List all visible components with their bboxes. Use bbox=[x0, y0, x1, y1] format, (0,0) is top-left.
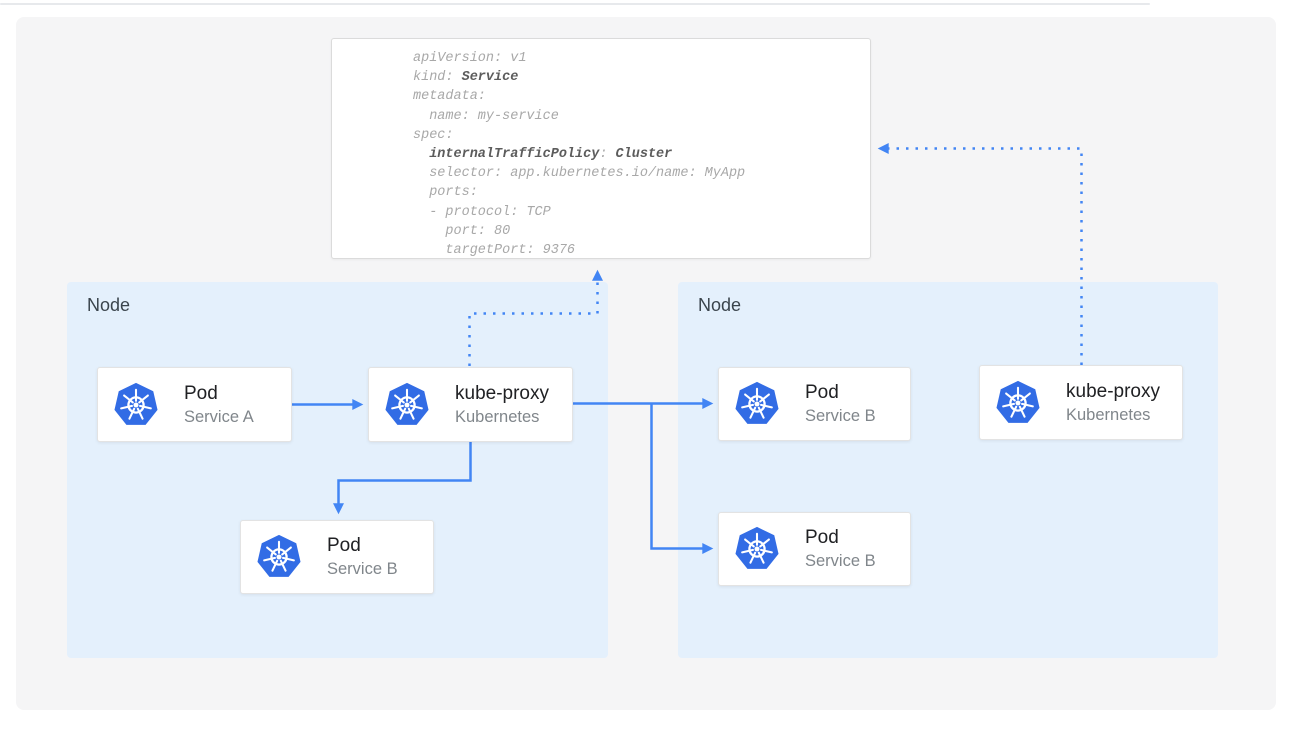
kubernetes-icon bbox=[734, 526, 780, 571]
kubernetes-icon bbox=[384, 381, 430, 426]
kubernetes-icon bbox=[256, 534, 302, 579]
kubernetes-icon bbox=[734, 381, 780, 426]
kube-proxy-card-right: kube-proxy Kubernetes bbox=[979, 365, 1183, 440]
pod-card-service-b-left: Pod Service B bbox=[240, 520, 434, 594]
pod-card-service-b-right-top: Pod Service B bbox=[718, 367, 911, 441]
node-box-right: Node bbox=[678, 282, 1218, 658]
kubernetes-icon bbox=[113, 381, 159, 426]
card-subtitle: Service B bbox=[327, 560, 398, 578]
card-subtitle: Service B bbox=[805, 552, 876, 570]
card-title: kube-proxy bbox=[455, 382, 549, 404]
node-box-left: Node bbox=[67, 282, 608, 658]
top-divider bbox=[0, 3, 1150, 5]
card-subtitle: Service A bbox=[184, 407, 254, 426]
card-title: Pod bbox=[805, 382, 839, 403]
node-label: Node bbox=[698, 295, 742, 315]
card-title: Pod bbox=[805, 527, 839, 548]
card-subtitle: Service B bbox=[805, 407, 876, 425]
card-subtitle: Kubernetes bbox=[455, 407, 540, 426]
node-label: Node bbox=[87, 295, 131, 315]
pod-card-service-b-right-bottom: Pod Service B bbox=[718, 512, 911, 586]
kubernetes-icon bbox=[995, 379, 1041, 424]
card-title: kube-proxy bbox=[1066, 380, 1160, 402]
kube-proxy-card-left: kube-proxy Kubernetes bbox=[368, 367, 573, 442]
pod-card-service-a: Pod Service A bbox=[97, 367, 292, 442]
card-title: Pod bbox=[184, 382, 218, 404]
card-title: Pod bbox=[327, 535, 361, 556]
card-subtitle: Kubernetes bbox=[1066, 405, 1151, 424]
